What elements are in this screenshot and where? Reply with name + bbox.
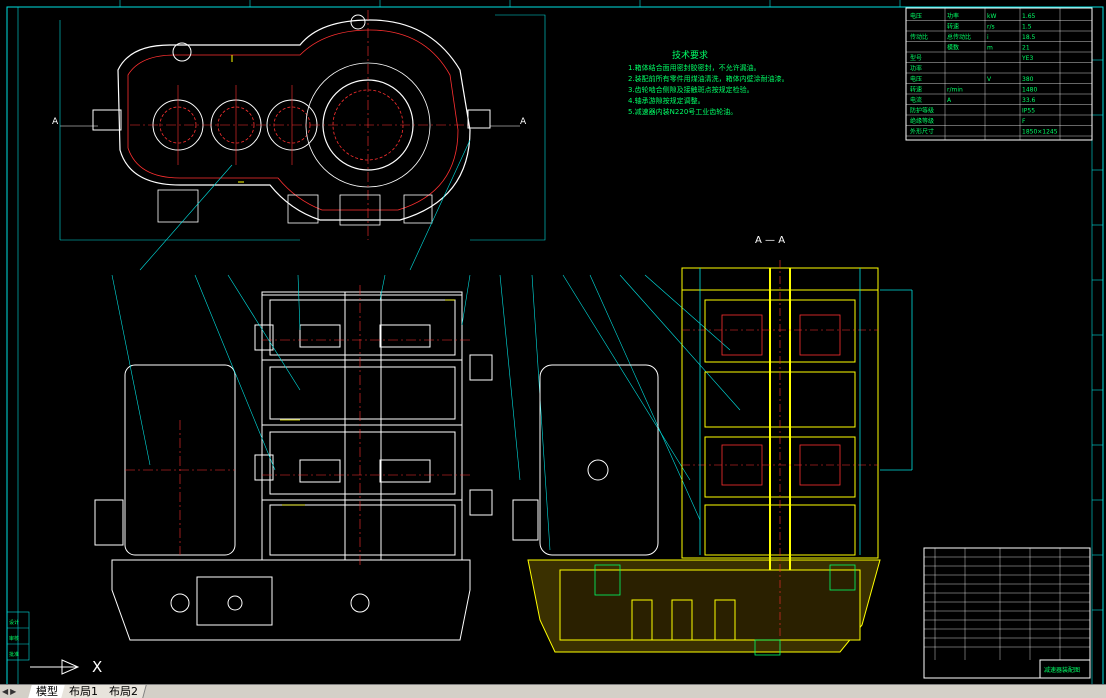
tech-note-4: 4.轴承游隙按规定调整。 (628, 96, 705, 105)
svg-text:A — A: A — A (755, 235, 785, 246)
section-view (527, 267, 881, 653)
section-markers: A A (52, 117, 527, 127)
param-cell: kW (987, 13, 996, 20)
param-cell: A (947, 97, 952, 104)
param-cell: 外形尺寸 (910, 128, 934, 136)
param-cell: 380 (1022, 76, 1034, 83)
leader-lines-front (111, 274, 741, 551)
front-view-centerlines (125, 285, 470, 565)
gearbox-top-view (92, 10, 491, 240)
tech-note-1: 1.箱体结合面用密封胶密封，不允许漏油。 (628, 63, 761, 72)
param-cell: 防护等级 (910, 107, 934, 115)
param-cell: 功率 (947, 12, 959, 20)
front-view (94, 291, 493, 641)
param-cell: 1.5 (1022, 24, 1032, 31)
tech-note-5: 5.减速器内装N220号工业齿轮油。 (628, 107, 737, 116)
shaft-stub-right (467, 109, 491, 129)
bom-table: 减速器装配图 (923, 547, 1091, 679)
section-view-red-details (682, 260, 878, 650)
svg-text:A: A (520, 117, 527, 127)
param-cell: 绝缘等级 (910, 117, 934, 125)
tab-nav-buttons[interactable]: ◀ ▶ (0, 687, 32, 696)
tab-layout2[interactable]: 布局2 (101, 685, 147, 698)
frame-grid-marks-right (1092, 59, 1103, 611)
section-view-cyan-details (699, 268, 913, 555)
param-cell: 1850×1245 (1022, 129, 1058, 136)
param-cell: r/s (987, 24, 995, 31)
param-cell: 功率 (910, 65, 922, 73)
layout-tabs-bar: ◀ ▶ 模型 布局1 布局2 (0, 684, 1106, 698)
param-cell: i (987, 34, 989, 41)
tab-prev-icon[interactable]: ▶ (10, 687, 17, 696)
param-cell: 21 (1022, 45, 1030, 52)
frame-grid-marks-top (119, 0, 901, 7)
svg-text:批准: 批准 (9, 651, 19, 658)
lifting-eye-icon (172, 42, 192, 62)
leader-lines-top (59, 14, 546, 271)
param-cell: V (987, 76, 992, 83)
front-view-yellow-marks (280, 299, 455, 506)
lifting-eye-icon-2 (350, 14, 366, 30)
param-cell: m (987, 45, 993, 52)
param-cell: r/min (947, 87, 963, 94)
param-cell: 电压 (910, 75, 922, 83)
param-cell: YE3 (1021, 55, 1033, 62)
param-cell: F (1022, 118, 1026, 125)
tech-requirements-title: 技术要求 (672, 49, 708, 61)
param-cell: 33.6 (1022, 97, 1036, 104)
section-view-green-details (594, 564, 856, 656)
tech-note-3: 3.齿轮啮合侧隙及接触斑点按规定检验。 (628, 85, 754, 94)
left-title-block: 设计 审核 批准 (6, 611, 30, 661)
param-cell: 模数 (947, 44, 959, 52)
tab-layout1[interactable]: 布局1 (61, 685, 107, 698)
section-view-label: A — A (755, 235, 785, 246)
param-cell: 电流 (910, 96, 922, 104)
param-cell: 型号 (910, 54, 922, 62)
svg-text:审核: 审核 (9, 635, 19, 642)
param-cell: IP55 (1022, 108, 1035, 115)
param-cell: 传动比 (910, 33, 928, 41)
side-view (512, 364, 659, 556)
param-cell: 总传动比 (947, 33, 971, 41)
tech-note-2: 2.装配前所有零件用煤油清洗，箱体内壁涂耐油漆。 (628, 74, 789, 83)
svg-text:A: A (52, 117, 59, 127)
svg-text:设计: 设计 (9, 619, 19, 626)
param-cell: 18.5 (1022, 34, 1036, 41)
ucs-x-axis-icon: X (30, 658, 102, 676)
param-cell: 1.65 (1022, 13, 1036, 20)
technical-requirements: 技术要求 1.箱体结合面用密封胶密封，不允许漏油。 2.装配前所有零件用煤油清洗… (628, 49, 789, 116)
param-cell: 电压 (910, 12, 922, 20)
title-block-name: 减速器装配图 (1044, 666, 1080, 674)
param-cell: 1480 (1022, 87, 1037, 94)
ucs-x-label: X (92, 658, 102, 676)
param-cell: 转速 (910, 86, 922, 94)
tab-first-icon[interactable]: ◀ (2, 687, 9, 696)
param-cell: 转速 (947, 23, 959, 31)
shaft-stub-left (92, 109, 122, 131)
